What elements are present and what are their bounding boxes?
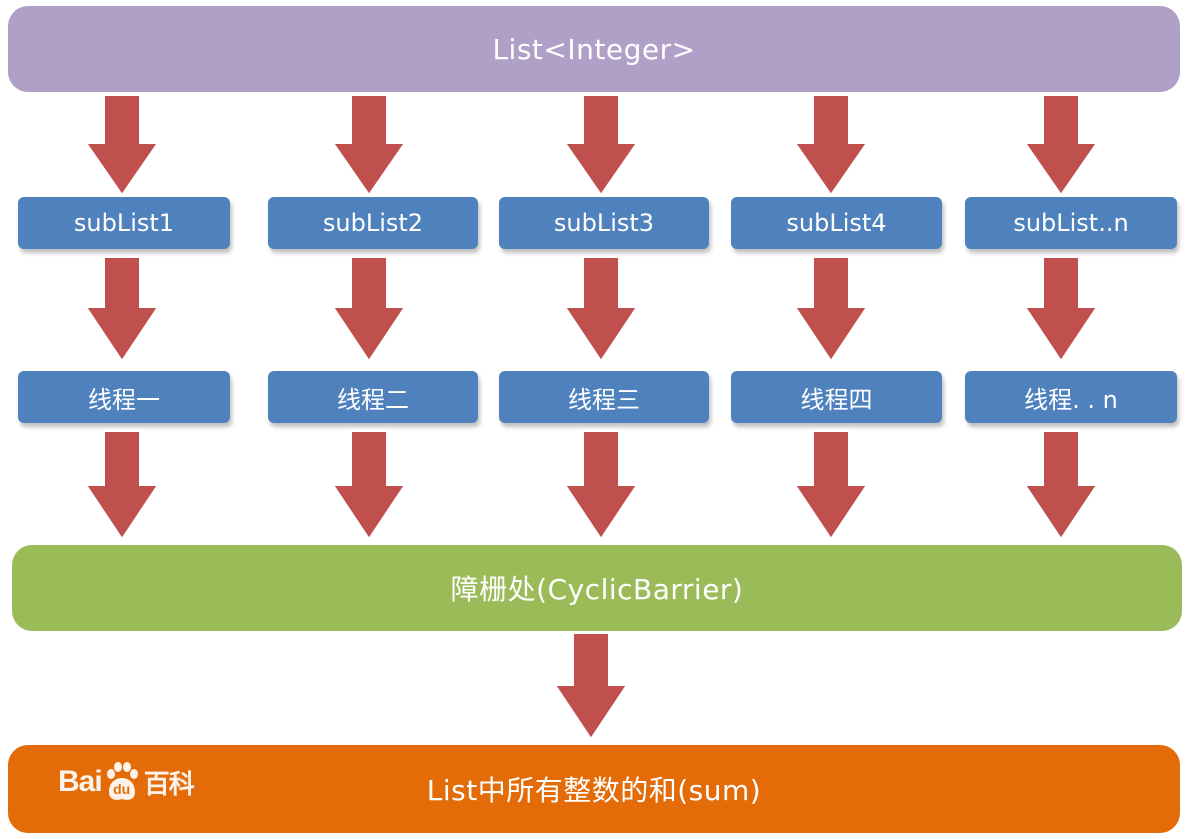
arrow-down-icon	[84, 94, 160, 197]
watermark-icon-text: du	[113, 781, 131, 797]
source-list-band: List<Integer>	[8, 6, 1180, 92]
barrier-label: 障栅处(CyclicBarrier)	[450, 573, 744, 606]
arrow-down-icon	[563, 94, 639, 197]
barrier-band: 障栅处(CyclicBarrier)	[12, 545, 1182, 631]
arrow-down-icon	[793, 256, 869, 363]
arrow-down-icon	[1023, 256, 1099, 363]
arrow-down-icon	[331, 94, 407, 197]
thread-box: 线程三	[499, 371, 709, 423]
thread-box: 线程四	[731, 371, 942, 423]
sublist-label: subList4	[786, 209, 887, 237]
result-band: List中所有整数的和(sum)	[8, 745, 1180, 833]
sublist-box: subList..n	[965, 197, 1177, 249]
arrow-down-icon	[84, 256, 160, 363]
watermark-text-right: 百科	[143, 769, 195, 800]
thread-label: 线程三	[568, 385, 640, 414]
arrow-down-icon	[563, 256, 639, 363]
sublist-box: subList3	[499, 197, 709, 249]
arrow-down-icon	[331, 430, 407, 541]
arrow-down-icon	[84, 430, 160, 541]
thread-box: 线程一	[18, 371, 230, 423]
baidu-baike-watermark: Bai du 百科	[58, 760, 195, 804]
paw-icon: du	[104, 762, 140, 802]
source-list-label: List<Integer>	[492, 32, 696, 66]
watermark-text-left: Bai	[58, 765, 103, 798]
sublist-label: subList3	[553, 209, 655, 237]
thread-label: 线程. . n	[1024, 385, 1118, 414]
arrow-down-icon	[331, 256, 407, 363]
sublist-label: subList1	[73, 209, 175, 237]
sublist-box: subList4	[731, 197, 942, 249]
sublist-label: subList2	[322, 209, 424, 237]
thread-label: 线程一	[88, 385, 160, 414]
arrow-down-icon	[553, 632, 629, 741]
thread-box: 线程二	[268, 371, 478, 423]
thread-box: 线程. . n	[965, 371, 1177, 423]
arrow-down-icon	[793, 430, 869, 541]
sublist-label: subList..n	[1013, 209, 1129, 237]
arrow-down-icon	[1023, 430, 1099, 541]
arrow-down-icon	[793, 94, 869, 197]
arrow-down-icon	[1023, 94, 1099, 197]
sublist-box: subList1	[18, 197, 230, 249]
sublist-box: subList2	[268, 197, 478, 249]
thread-label: 线程二	[337, 385, 409, 414]
thread-label: 线程四	[800, 385, 873, 414]
arrow-down-icon	[563, 430, 639, 541]
result-label: List中所有整数的和(sum)	[426, 774, 762, 807]
